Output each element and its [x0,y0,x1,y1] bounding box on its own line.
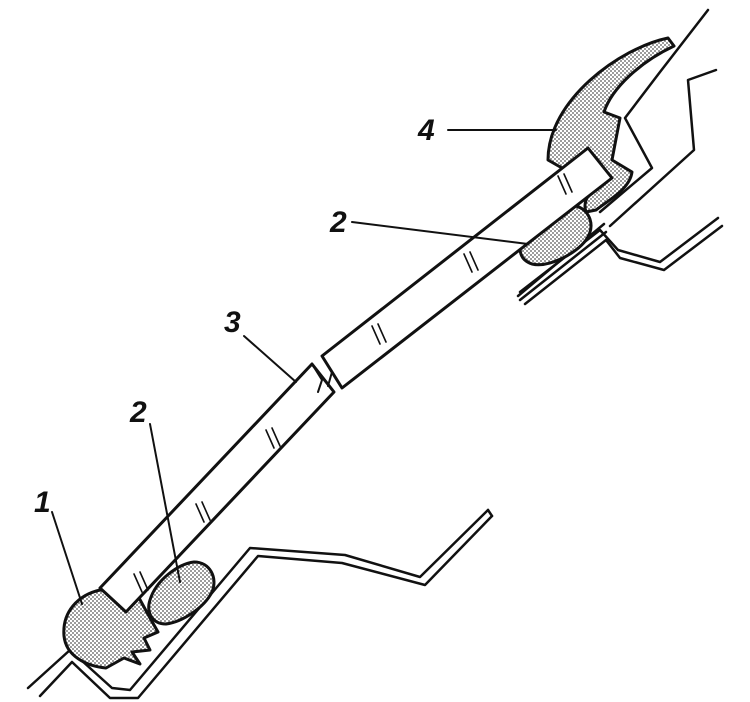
glass-hatch-marks [133,173,573,593]
label-part-2-upper: 2 [329,206,347,239]
leader-part-1 [51,511,83,605]
lower-molding-clip [62,588,160,670]
label-part-3: 3 [224,306,241,339]
leader-part-2-lower [149,423,181,583]
leader-part-2-upper [351,221,529,245]
label-part-2-lower: 2 [129,396,147,429]
lower-adhesive-bead [147,560,216,626]
leader-lines [51,129,557,605]
label-part-1: 1 [34,486,51,519]
glass-panel [98,146,614,614]
label-part-4: 4 [417,114,435,147]
leader-part-3 [243,335,297,383]
